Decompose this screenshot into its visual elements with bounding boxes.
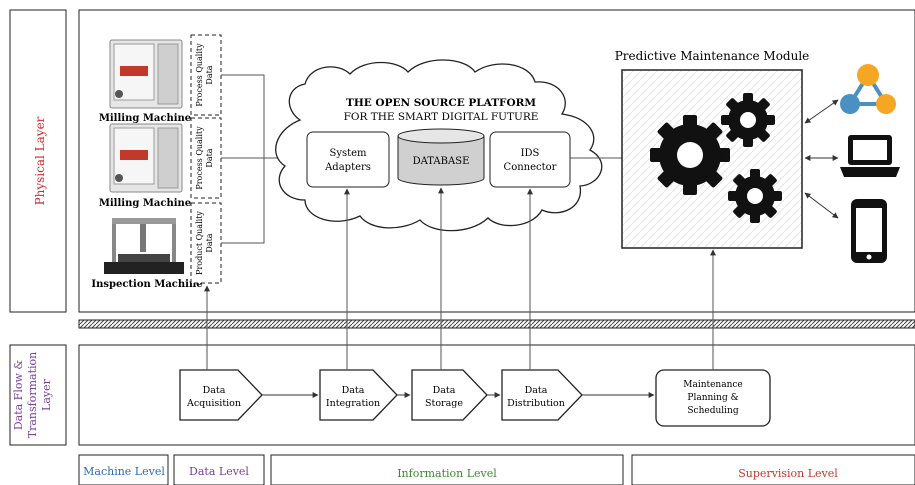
data-level-box (173, 454, 265, 485)
data-level-label: Data Level (189, 465, 249, 478)
laptop-icon (840, 135, 900, 177)
milling-machine-2-label: Milling Machine (99, 198, 191, 209)
layer-divider (78, 319, 915, 329)
svg-text:Transformation: Transformation (26, 352, 39, 438)
gear-icon (650, 93, 782, 223)
milling-machine-1-label: Milling Machine (99, 113, 191, 124)
cloud-title-line1: THE OPEN SOURCE PLATFORM (346, 97, 536, 109)
flow-step-3-line1: Data (433, 385, 456, 396)
flow-step-2-line2: Integration (326, 398, 380, 409)
quality-box-2-line1: Process Quality (195, 126, 204, 190)
svg-text:Data Flow &: Data Flow & (12, 360, 25, 431)
milling-machine-icon (109, 39, 183, 109)
physical-layer-label: Physical Layer (33, 116, 47, 205)
supervision-level-label: Supervision Level (738, 467, 838, 480)
module-title: Predictive Maintenance Module (615, 49, 810, 63)
flow-step-4-line2: Distribution (507, 398, 565, 409)
maintenance-line1: Maintenance (683, 380, 743, 390)
machine-level-box (78, 454, 169, 485)
maintenance-line3: Scheduling (687, 406, 738, 416)
supervision-level-box (631, 454, 915, 485)
database-icon (397, 128, 485, 186)
flow-step-3-line2: Storage (425, 398, 463, 409)
process-quality-data-box-2 (190, 117, 222, 199)
ids-connector-line2: Connector (504, 162, 557, 173)
flow-step-1-line2: Acquisition (186, 398, 241, 409)
iot-network-icon (840, 64, 896, 114)
quality-box-3-line2: Data (205, 233, 214, 252)
data-distribution-step (501, 369, 583, 421)
inspection-machine-icon (104, 218, 184, 274)
dataflow-layer-label: Data Flow & Transformation Layer (12, 352, 53, 438)
information-level-label: Information Level (397, 467, 497, 480)
milling-machine-icon (109, 123, 183, 193)
physical-layer-label-box (9, 9, 67, 313)
quality-box-3-line1: Product Quality (195, 211, 204, 275)
system-adapters-line1: System (329, 148, 367, 159)
flow-step-1-line1: Data (203, 385, 226, 396)
quality-box-1-line2: Data (205, 65, 214, 84)
quality-box-2-line2: Data (205, 148, 214, 167)
flow-step-4-line1: Data (525, 385, 548, 396)
svg-text:Layer: Layer (40, 378, 53, 411)
smartphone-icon (851, 199, 887, 263)
inspection-machine-label: Inspection Machine (91, 279, 202, 290)
data-integration-step (319, 369, 398, 421)
ids-connector-box (489, 131, 571, 188)
data-storage-step (411, 369, 488, 421)
module-to-iot-arrow (804, 99, 839, 124)
flow-step-2-line1: Data (342, 385, 365, 396)
quality-box-1-line1: Process Quality (195, 43, 204, 107)
system-adapters-line2: Adapters (324, 162, 371, 173)
maintenance-line2: Planning & (687, 393, 738, 403)
system-adapters-box (306, 131, 390, 188)
dataflow-layer-label-box (9, 344, 67, 446)
ids-connector-line1: IDS (521, 148, 540, 159)
information-level-box (270, 454, 624, 485)
process-quality-data-box-1 (190, 34, 222, 116)
product-quality-data-box (190, 202, 222, 284)
database-label: DATABASE (413, 156, 470, 167)
cloud-title-line2: FOR THE SMART DIGITAL FUTURE (344, 111, 539, 123)
machine-level-label: Machine Level (83, 465, 165, 478)
data-acquisition-step (179, 369, 263, 421)
module-to-phone-arrow (804, 192, 839, 219)
